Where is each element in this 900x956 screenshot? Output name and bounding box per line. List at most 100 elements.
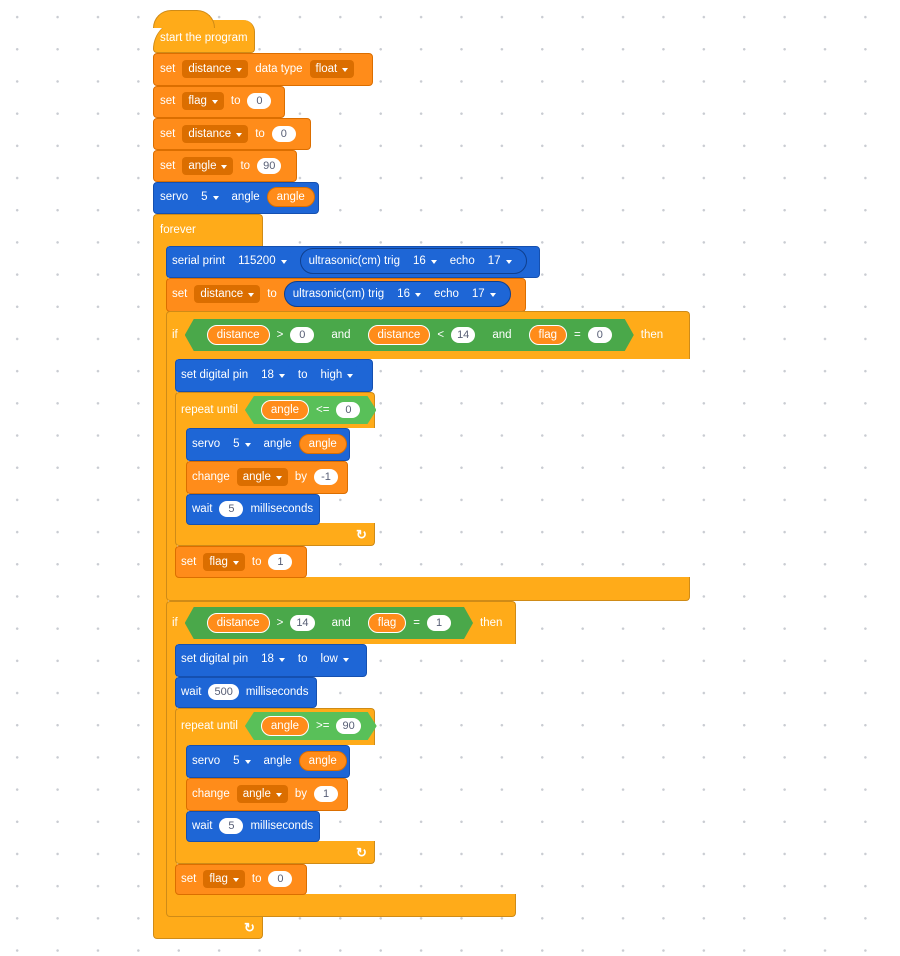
value-input[interactable]: -1 xyxy=(314,469,339,485)
pin-dropdown[interactable]: 18 xyxy=(255,366,291,384)
to-label: to xyxy=(230,95,241,107)
wait-label: wait xyxy=(192,503,213,515)
distance-reporter[interactable]: distance xyxy=(367,325,431,345)
value-input[interactable]: 5 xyxy=(219,818,244,834)
to-label: to xyxy=(297,653,308,665)
loop-arrow-icon: ↻ xyxy=(244,920,255,935)
unit-label: milliseconds xyxy=(250,820,314,832)
servo-pin-dropdown[interactable]: 5 xyxy=(227,435,257,453)
value-input[interactable]: 90 xyxy=(336,718,361,734)
and-label: and xyxy=(331,329,351,341)
ultrasonic-label: ultrasonic(cm) trig xyxy=(308,255,400,267)
servo-label: servo xyxy=(192,755,221,767)
if-label: if xyxy=(172,617,178,629)
value-input[interactable]: 1 xyxy=(268,554,293,570)
change-label: change xyxy=(192,788,230,800)
to-label: to xyxy=(251,556,262,568)
distance-reporter[interactable]: distance xyxy=(206,613,270,633)
lt-operator: < xyxy=(437,329,445,341)
gt-operator: > xyxy=(276,329,284,341)
and-operator[interactable]: distance > 14 and flag = 1 xyxy=(185,607,473,639)
variable-dropdown[interactable]: flag xyxy=(203,870,245,888)
variable-dropdown[interactable]: distance xyxy=(194,285,261,303)
distance-reporter[interactable]: distance xyxy=(206,325,270,345)
data-type-label: data type xyxy=(255,63,303,75)
value-input[interactable]: 0 xyxy=(247,93,272,109)
flag-reporter[interactable]: flag xyxy=(367,613,407,633)
wait-label: wait xyxy=(192,820,213,832)
value-input[interactable]: 14 xyxy=(451,327,476,343)
value-input[interactable]: 0 xyxy=(290,327,315,343)
variable-dropdown[interactable]: distance xyxy=(182,60,249,78)
servo-label: servo xyxy=(160,191,189,203)
le-operator[interactable]: angle <= 0 xyxy=(245,396,377,424)
baud-dropdown[interactable]: 115200 xyxy=(232,252,293,270)
set-label: set xyxy=(160,63,176,75)
type-dropdown[interactable]: float xyxy=(309,60,355,78)
angle-label: angle xyxy=(263,438,292,450)
by-label: by xyxy=(294,788,308,800)
unit-label: milliseconds xyxy=(245,686,309,698)
value-input[interactable]: 0 xyxy=(271,126,296,142)
unit-label: milliseconds xyxy=(250,503,314,515)
echo-dropdown[interactable]: 17 xyxy=(465,285,502,303)
variable-dropdown[interactable]: angle xyxy=(182,157,234,175)
value-input[interactable]: 0 xyxy=(336,402,361,418)
value-input[interactable]: 5 xyxy=(219,501,244,517)
variable-dropdown[interactable]: distance xyxy=(182,125,249,143)
angle-variable-reporter[interactable]: angle xyxy=(298,751,347,771)
variable-dropdown[interactable]: angle xyxy=(236,785,288,803)
eq-operator: = xyxy=(574,329,581,341)
repeat-until-label: repeat until xyxy=(181,720,238,732)
angle-variable-reporter[interactable]: angle xyxy=(298,434,347,454)
trig-dropdown[interactable]: 16 xyxy=(391,285,427,303)
value-input[interactable]: 500 xyxy=(208,684,239,700)
value-input[interactable]: 14 xyxy=(290,615,315,631)
then-label: then xyxy=(640,329,664,341)
variable-dropdown[interactable]: angle xyxy=(236,468,288,486)
variable-dropdown[interactable]: flag xyxy=(182,92,224,110)
to-label: to xyxy=(240,160,251,172)
eq-operator: = xyxy=(413,617,421,629)
repeat-until-label: repeat until xyxy=(181,404,238,416)
echo-label: echo xyxy=(433,288,459,300)
level-dropdown[interactable]: low xyxy=(314,650,355,668)
angle-reporter[interactable]: angle xyxy=(260,716,310,736)
ultrasonic-label: ultrasonic(cm) trig xyxy=(292,288,385,300)
servo-pin-dropdown[interactable]: 5 xyxy=(195,188,225,206)
wait-label: wait xyxy=(181,686,202,698)
hat-label: start the program xyxy=(160,32,248,44)
angle-reporter[interactable]: angle xyxy=(260,400,310,420)
variable-dropdown[interactable]: flag xyxy=(203,553,245,571)
wait-block[interactable] xyxy=(186,811,320,842)
value-input[interactable]: 1 xyxy=(427,615,452,631)
echo-label: echo xyxy=(449,255,475,267)
level-dropdown[interactable]: high xyxy=(314,366,360,384)
forever-block[interactable] xyxy=(153,214,263,246)
set-label: set xyxy=(160,128,176,140)
and-operator[interactable]: distance > 0 and distance < 14 and flag … xyxy=(185,319,634,351)
value-input[interactable]: 1 xyxy=(314,786,339,802)
servo-block[interactable] xyxy=(186,428,350,461)
angle-variable-reporter[interactable]: angle xyxy=(266,187,315,207)
wait-block[interactable] xyxy=(175,677,317,708)
pin-dropdown[interactable]: 18 xyxy=(255,650,291,668)
change-label: change xyxy=(192,471,230,483)
trig-dropdown[interactable]: 16 xyxy=(406,252,443,270)
value-input[interactable]: 0 xyxy=(268,871,293,887)
echo-dropdown[interactable]: 17 xyxy=(481,252,518,270)
set-label: set xyxy=(160,95,176,107)
ultrasonic-reporter[interactable]: ultrasonic(cm) trig 16 echo 17 xyxy=(283,281,511,307)
ge-operator[interactable]: angle >= 90 xyxy=(245,712,377,740)
flag-reporter[interactable]: flag xyxy=(528,325,568,345)
loop-arrow-icon: ↻ xyxy=(356,845,367,860)
ultrasonic-reporter[interactable]: ultrasonic(cm) trig 16 echo 17 xyxy=(299,248,527,274)
set-digital-pin-label: set digital pin xyxy=(181,653,249,665)
servo-pin-dropdown[interactable]: 5 xyxy=(227,752,257,770)
value-input[interactable]: 0 xyxy=(587,327,612,343)
wait-block[interactable] xyxy=(186,494,320,525)
set-label: set xyxy=(181,873,197,885)
set-label: set xyxy=(160,160,176,172)
value-input[interactable]: 90 xyxy=(257,158,282,174)
